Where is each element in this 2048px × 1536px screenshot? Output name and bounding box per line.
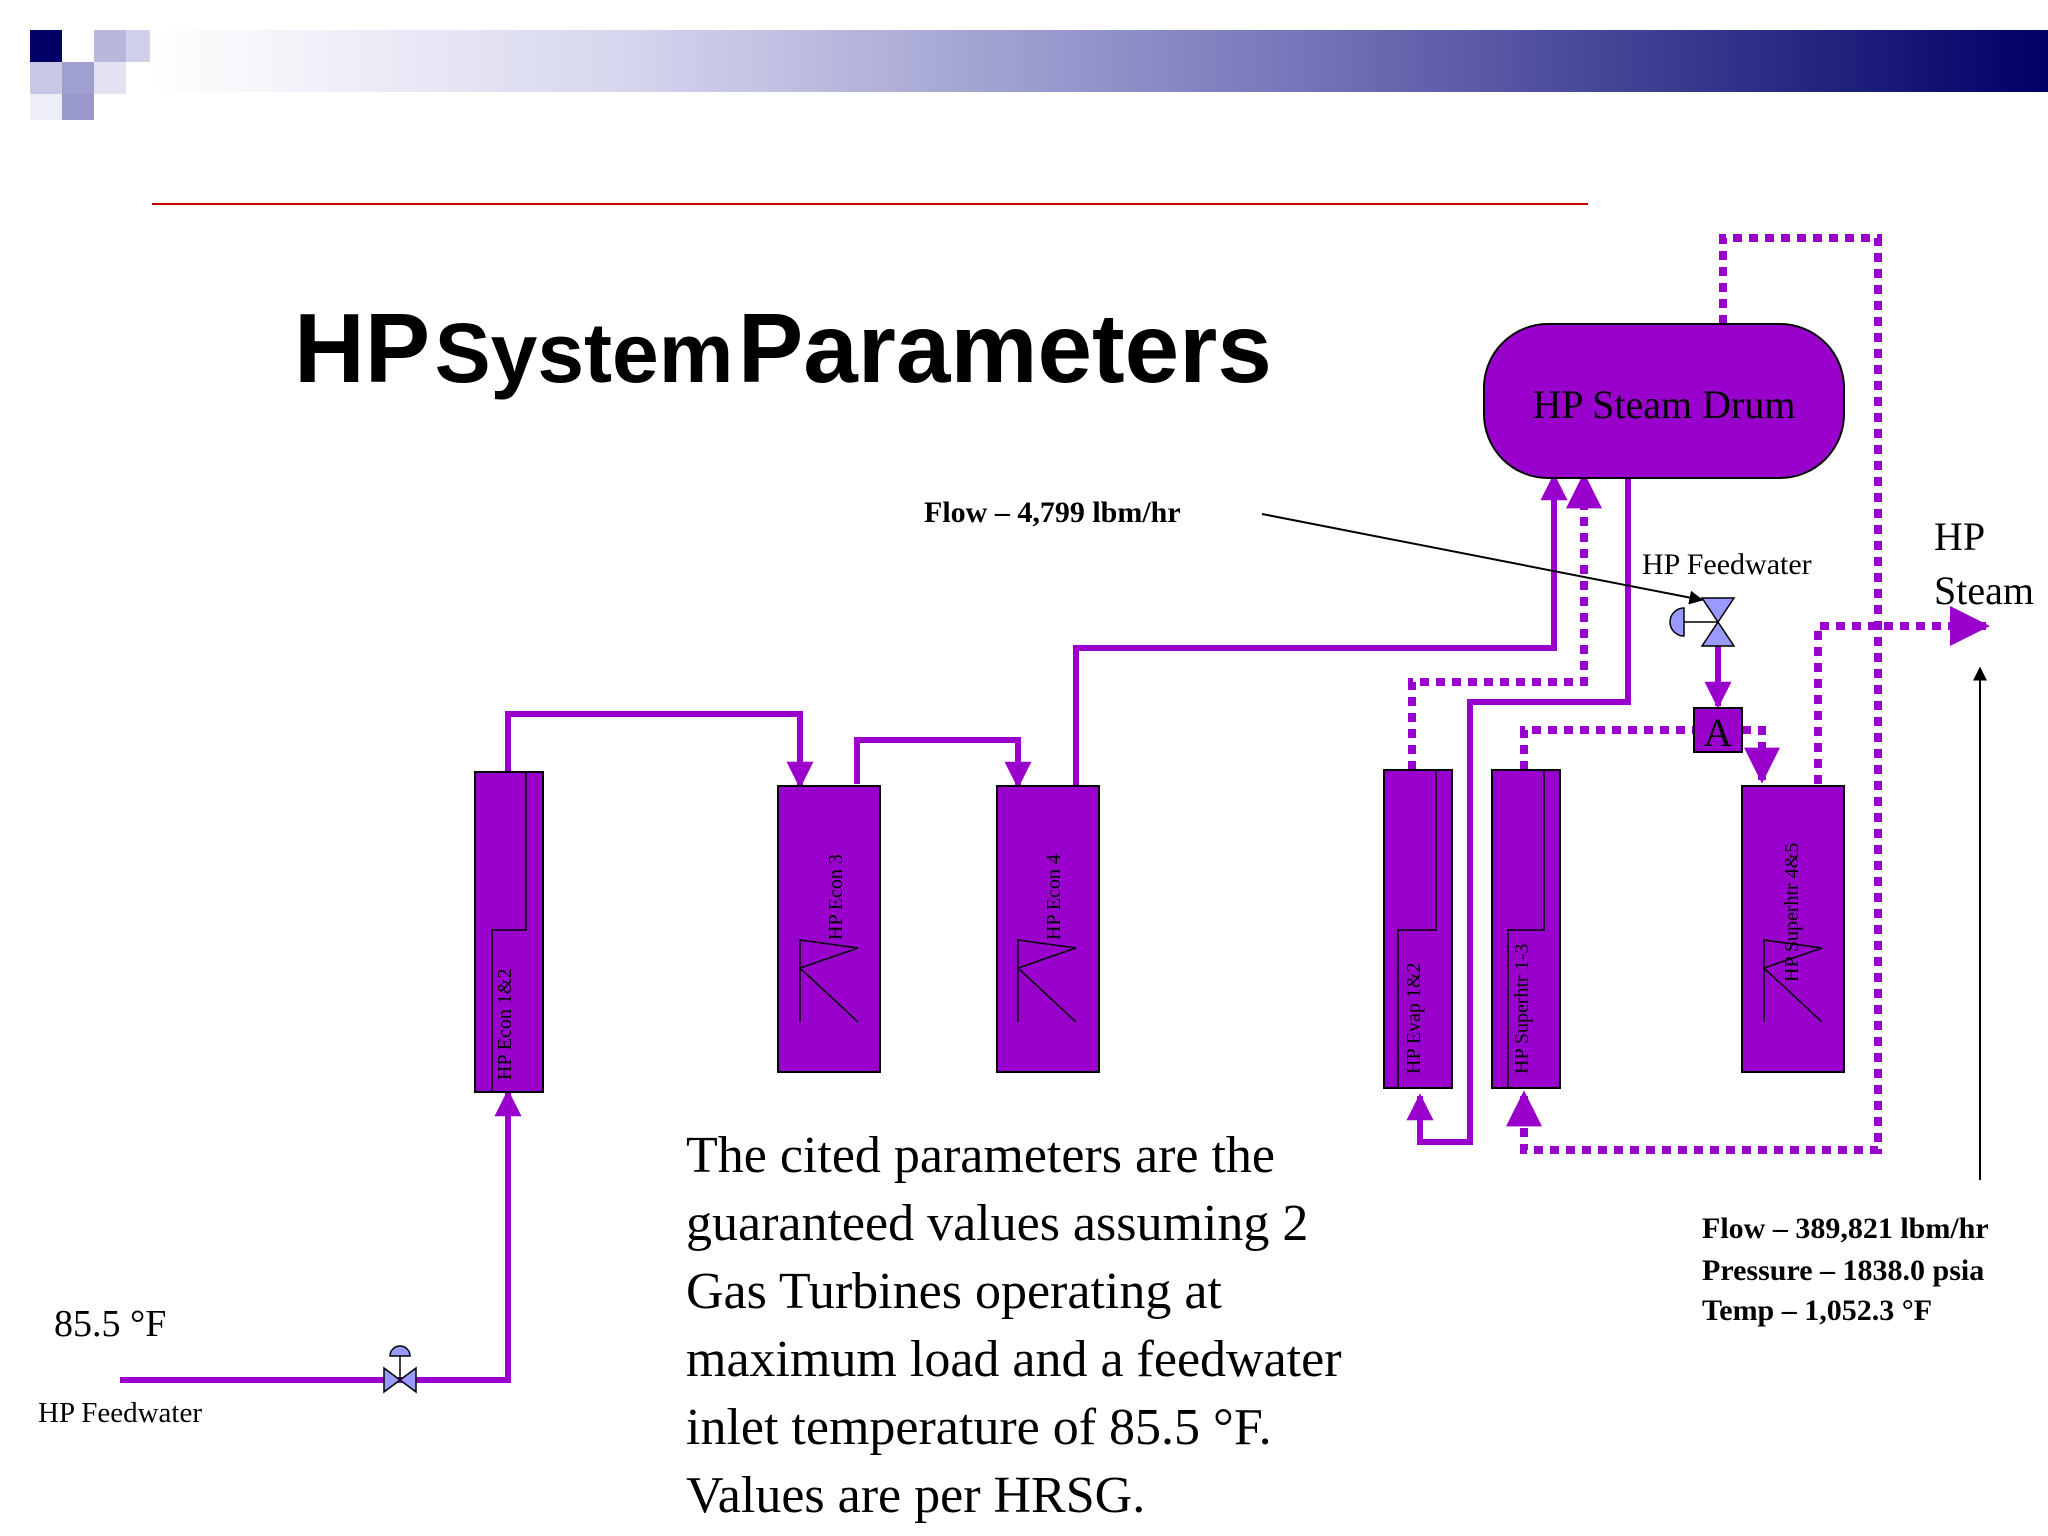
outlet-temperature: Temp – 1,052.3 °F bbox=[1702, 1294, 1932, 1327]
pipe-attemp-to-superhtr45 bbox=[1742, 726, 1780, 784]
superhtr-4-5-label: HP Superhtr 4&5 bbox=[1781, 843, 1803, 982]
outlet-flow: Flow – 389,821 lbm/hr bbox=[1702, 1212, 1989, 1245]
outlet-pressure: Pressure – 1838.0 psia bbox=[1702, 1254, 1984, 1287]
note-line-4: maximum load and a feedwater bbox=[686, 1331, 1342, 1388]
inlet-valve-icon bbox=[383, 1345, 417, 1394]
note-paragraph: The cited parameters are the guaranteed … bbox=[686, 1127, 1342, 1524]
econ-4-label: HP Econ 4 bbox=[1043, 854, 1065, 940]
note-line-2: guaranteed values assuming 2 bbox=[686, 1195, 1308, 1252]
hp-steam-label-line2: Steam bbox=[1934, 568, 2034, 613]
attemperator-label: A bbox=[1704, 710, 1733, 755]
page-title: HP System Parameters bbox=[294, 293, 1272, 403]
superhtr-1-3-label: HP Superhtr 1-3 bbox=[1511, 944, 1533, 1074]
component-econ-4: HP Econ 4 bbox=[996, 785, 1100, 1073]
evap-1-2-label: HP Evap 1&2 bbox=[1403, 963, 1425, 1074]
steam-drum-label: HP Steam Drum bbox=[1533, 382, 1796, 427]
note-line-6: Values are per HRSG. bbox=[686, 1467, 1145, 1524]
component-superhtr-4-5: HP Superhtr 4&5 bbox=[1741, 785, 1845, 1073]
component-superhtr-1-3: HP Superhtr 1-3 bbox=[1491, 769, 1561, 1089]
pipe-downcomer bbox=[1406, 478, 1631, 1145]
pipe-feedwater-inlet bbox=[120, 1089, 522, 1383]
note-line-3: Gas Turbines operating at bbox=[686, 1263, 1222, 1320]
component-econ-3: HP Econ 3 bbox=[777, 785, 881, 1073]
header-band bbox=[30, 30, 2048, 120]
steam-pipe-network bbox=[1408, 234, 1990, 1154]
note-line-1: The cited parameters are the bbox=[686, 1127, 1275, 1184]
attemp-feedwater-label: HP Feedwater bbox=[1642, 548, 1812, 581]
pipe-econ3-to-econ4 bbox=[854, 737, 1032, 789]
pipe-econ12-to-econ3 bbox=[505, 711, 814, 789]
econ-3-label: HP Econ 3 bbox=[825, 854, 847, 940]
hp-steam-drum: HP Steam Drum bbox=[1483, 323, 1845, 479]
inlet-temperature: 85.5 °F bbox=[54, 1303, 166, 1345]
note-line-5: inlet temperature of 85.5 °F. bbox=[686, 1399, 1272, 1456]
attemp-flow-leader bbox=[1261, 513, 1704, 605]
pipe-network bbox=[120, 473, 1732, 1383]
component-econ-1-2: HP Econ 1&2 bbox=[474, 771, 544, 1093]
pipe-superhtr13-to-attemp bbox=[1520, 726, 1694, 770]
attemperator: A bbox=[1693, 707, 1743, 755]
attemp-control-valve-icon bbox=[1669, 597, 1736, 647]
pipe-evap-riser bbox=[1408, 472, 1602, 770]
econ-1-2-label: HP Econ 1&2 bbox=[494, 969, 516, 1080]
hp-steam-label-line1: HP bbox=[1934, 514, 1985, 559]
outlet-parameters: Flow – 389,821 lbm/hr Pressure – 1838.0 … bbox=[1702, 1212, 1989, 1327]
component-evap-1-2: HP Evap 1&2 bbox=[1383, 769, 1453, 1089]
pipe-drum-to-superhtr bbox=[1506, 234, 1882, 1154]
attemp-flow-label: Flow – 4,799 lbm/hr bbox=[924, 496, 1181, 529]
inlet-feedwater-label: HP Feedwater bbox=[38, 1397, 202, 1429]
pipe-econ4-to-drum bbox=[1073, 473, 1568, 786]
pipe-hp-steam-outlet bbox=[1814, 606, 1990, 784]
